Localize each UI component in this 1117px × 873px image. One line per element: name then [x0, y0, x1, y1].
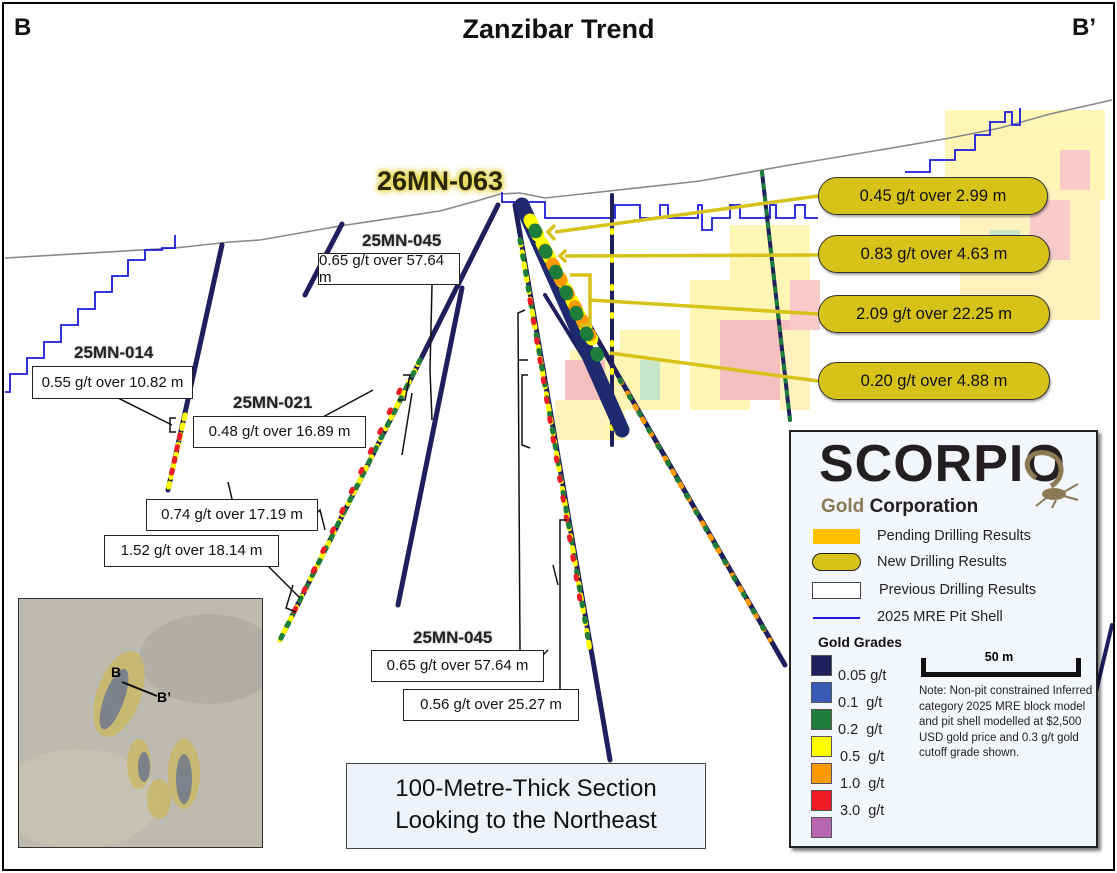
grade-swatch-0-1 [811, 682, 832, 703]
grade-label-0-1: 0.1 g/t [838, 695, 883, 711]
inset-location-map: B B’ [18, 598, 263, 848]
section-view-direction: Looking to the Northeast [395, 807, 657, 834]
inset-marker-b: B [111, 664, 122, 680]
hole-label-25mn-045-bottom: 25MN-045 [413, 628, 493, 647]
previous-results-swatch [812, 582, 861, 599]
pit-shell-swatch [813, 617, 860, 619]
grade-label-3-0: 3.0 g/t [840, 803, 885, 819]
grade-swatch-max [811, 817, 832, 838]
grade-label-0-5: 0.5 g/t [840, 749, 885, 765]
section-title: Zanzibar Trend [462, 14, 655, 44]
hole-label-25mn-021: 25MN-021 [233, 393, 313, 412]
result-box-25mn-014: 0.55 g/t over 10.82 m [32, 366, 193, 399]
new-hole-label: 26MN-063 [377, 166, 504, 196]
grade-swatch-3-0 [811, 790, 832, 811]
pending-results-swatch [813, 529, 860, 544]
gold-grades-title: Gold Grades [818, 634, 903, 650]
logo-gold-word: Gold [821, 496, 865, 517]
section-description: 100-Metre-Thick Section Looking to the N… [346, 763, 706, 849]
hole-label-25mn-045-top: 25MN-045 [362, 231, 442, 250]
legend-pit-shell: 2025 MRE Pit Shell [877, 609, 1003, 625]
result-box-25mn-045-bottom: 0.65 g/t over 57.64 m [371, 650, 544, 682]
grade-label-0-2: 0.2 g/t [838, 722, 883, 738]
legend-panel: SCORPIO Gold Corporation Pending Drillin… [789, 430, 1098, 848]
result-box-25mn-021-b: 0.74 g/t over 17.19 m [146, 499, 318, 531]
legend-note: Note: Non-pit constrained Inferred categ… [919, 685, 1093, 759]
new-result-leaders [545, 194, 819, 383]
result-box-25mn-021: 0.48 g/t over 16.89 m [193, 416, 366, 448]
result-box-25mn-021-c: 1.52 g/t over 18.14 m [104, 535, 279, 567]
drill-holes [165, 170, 1114, 763]
grade-swatch-0-05 [811, 655, 832, 676]
grade-swatch-1-0 [811, 763, 832, 784]
section-start-marker: B [14, 14, 32, 41]
new-result-1: 0.45 g/t over 2.99 m [818, 177, 1048, 215]
result-box-25mn-045-top: 0.65 g/t over 57.64 m [318, 252, 460, 286]
scale-bar [921, 658, 1081, 677]
hole-label-25mn-014: 25MN-014 [74, 343, 154, 362]
new-result-4: 0.20 g/t over 4.88 m [818, 362, 1050, 400]
grade-label-1-0: 1.0 g/t [840, 776, 885, 792]
grade-label-0-05: 0.05 g/t [838, 668, 887, 684]
inset-marker-b-prime: B’ [157, 689, 171, 705]
company-logo-subtitle: Gold Corporation [821, 496, 978, 518]
result-box-25mn-045-extra: 0.56 g/t over 25.27 m [403, 689, 579, 721]
legend-pending: Pending Drilling Results [877, 528, 1031, 544]
grade-swatch-0-5 [811, 736, 832, 757]
new-result-2: 0.83 g/t over 4.63 m [818, 235, 1050, 273]
scorpion-logo-icon [1024, 450, 1079, 508]
pit-shell [5, 108, 1021, 393]
previous-result-leaders [117, 284, 567, 689]
company-logo: SCORPIO [819, 435, 1066, 493]
legend-new: New Drilling Results [877, 554, 1007, 570]
inset-map-image [19, 599, 262, 847]
topography-line [4, 99, 1113, 259]
scale-bar-label: 50 m [984, 650, 1014, 664]
legend-previous: Previous Drilling Results [879, 582, 1037, 598]
section-end-marker: B’ [1072, 14, 1096, 41]
logo-corporation-word: Corporation [869, 496, 979, 517]
new-results-swatch [812, 553, 861, 571]
new-result-3: 2.09 g/t over 22.25 m [818, 295, 1050, 333]
section-thickness: 100-Metre-Thick Section [395, 775, 657, 802]
grade-swatch-0-2 [811, 709, 832, 730]
